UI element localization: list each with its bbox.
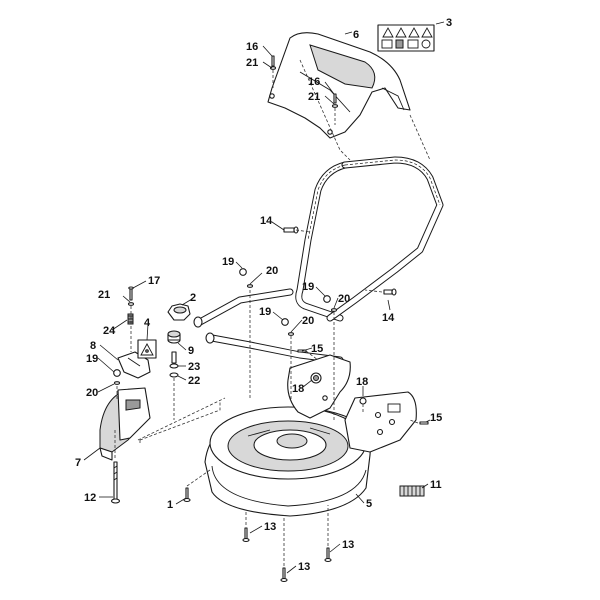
callout-12: 12 (84, 492, 96, 504)
callout-19: 19 (259, 306, 271, 318)
fasteners (113, 55, 429, 583)
spring-part-24 (127, 313, 134, 325)
callout-21: 21 (98, 289, 110, 301)
side-deflector-part-7 (99, 387, 151, 461)
callout-13: 13 (342, 539, 354, 551)
callout-13: 13 (264, 521, 276, 533)
callout-15: 15 (430, 412, 442, 424)
callout-13: 13 (298, 561, 310, 573)
callout-18: 18 (356, 376, 368, 388)
screw-part-17 (128, 286, 134, 301)
callout-19: 19 (86, 353, 98, 365)
rear-bracket (344, 391, 417, 453)
washers-part-22-23 (169, 351, 179, 378)
callout-17: 17 (148, 275, 160, 287)
callout-1: 1 (167, 499, 173, 511)
warning-triangle-part-4 (137, 339, 157, 359)
callout-21: 21 (246, 57, 258, 69)
spacer-part-9 (167, 330, 181, 344)
callout-9: 9 (188, 345, 194, 357)
callout-4: 4 (144, 317, 151, 329)
side-bracket (287, 354, 351, 419)
warning-label-part-3 (377, 24, 435, 52)
callout-16: 16 (246, 41, 258, 53)
callout-7: 7 (75, 457, 81, 469)
callout-15: 15 (311, 343, 323, 355)
callout-6: 6 (353, 29, 359, 41)
callout-22: 22 (188, 375, 200, 387)
lower-handle-bar (193, 288, 344, 364)
assembly-lines (114, 59, 431, 566)
callout-8: 8 (90, 340, 96, 352)
callout-20: 20 (338, 293, 350, 305)
weight-part-11 (399, 485, 425, 497)
leader-lines (83, 21, 445, 574)
callout-labels: 3 6 16 21 16 21 14 19 20 19 20 19 20 14 … (75, 17, 452, 573)
mower-deck-part-5 (204, 406, 371, 517)
callout-23: 23 (188, 361, 200, 373)
handle-knob-part-2 (167, 303, 191, 321)
callout-18: 18 (292, 383, 304, 395)
callout-20: 20 (266, 265, 278, 277)
callout-5: 5 (366, 498, 372, 510)
callout-20: 20 (302, 315, 314, 327)
upper-cover-part-6 (267, 32, 411, 139)
handle-bar (295, 156, 444, 322)
callout-14: 14 (382, 312, 395, 324)
callout-19: 19 (222, 256, 234, 268)
callout-24: 24 (103, 325, 116, 337)
callout-20: 20 (86, 387, 98, 399)
callout-19: 19 (302, 281, 314, 293)
callout-21: 21 (308, 91, 320, 103)
callout-11: 11 (430, 479, 442, 491)
callout-2: 2 (190, 292, 196, 304)
callout-3: 3 (446, 17, 452, 29)
bolt-part-12 (110, 461, 121, 504)
callout-16: 16 (308, 76, 320, 88)
callout-14: 14 (260, 215, 273, 227)
